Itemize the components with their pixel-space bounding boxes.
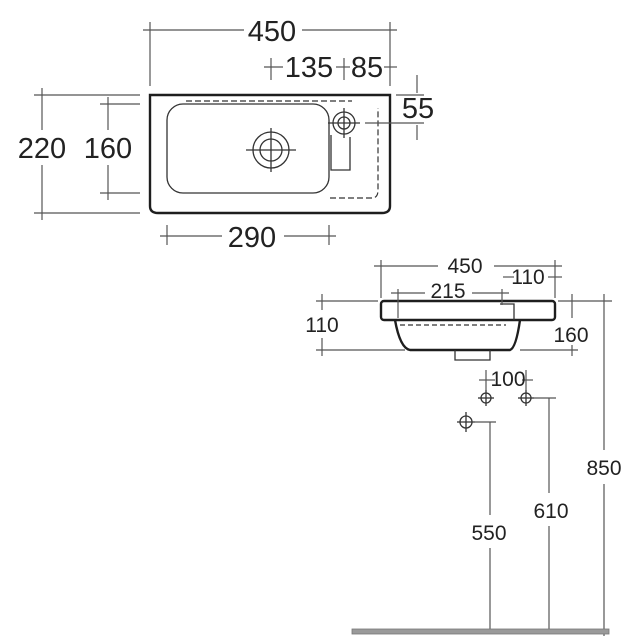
sec-dim-basin-height: 160 xyxy=(553,324,588,347)
dim-tap-depth: 55 xyxy=(402,93,434,125)
tap-deck xyxy=(330,135,351,171)
sec-dim-tap-to-edge: 110 xyxy=(511,266,544,289)
dim-tap-offset: 135 xyxy=(285,52,333,84)
waste-outlet xyxy=(454,350,491,361)
tap-section xyxy=(500,303,515,320)
sec-dim-upper-waste-height: 610 xyxy=(533,500,568,523)
sec-dim-waste-spacing: 100 xyxy=(490,368,525,391)
dim-tap-to-edge: 85 xyxy=(351,52,383,84)
waste-point-marker-lower xyxy=(457,412,496,432)
bowl-outline xyxy=(166,103,330,194)
floor-line xyxy=(351,628,610,635)
waste-point-marker-left xyxy=(478,390,494,406)
dim-bowl-width: 290 xyxy=(228,222,276,254)
dim-overall-depth: 220 xyxy=(18,133,66,165)
basin-top-slab xyxy=(379,299,557,322)
sec-dim-rim-height: 110 xyxy=(305,314,338,337)
rim-dashed-line-2 xyxy=(330,108,379,199)
dim-overall-width: 450 xyxy=(248,16,296,48)
plan-view: 450 135 85 55 220 160 290 xyxy=(18,16,434,254)
basin-outline xyxy=(148,93,392,215)
dim-bowl-depth: 160 xyxy=(84,133,132,165)
sec-dim-floor-height: 850 xyxy=(586,457,621,480)
sec-dim-overall-width: 450 xyxy=(447,255,482,278)
basin-bowl-profile xyxy=(393,319,522,352)
section-view: 450 215 110 110 160 100 xyxy=(305,255,622,636)
sec-dim-waste-offset: 215 xyxy=(430,280,465,303)
waste-point-marker-right xyxy=(518,390,556,406)
sec-dim-lower-waste-height: 550 xyxy=(471,522,506,545)
